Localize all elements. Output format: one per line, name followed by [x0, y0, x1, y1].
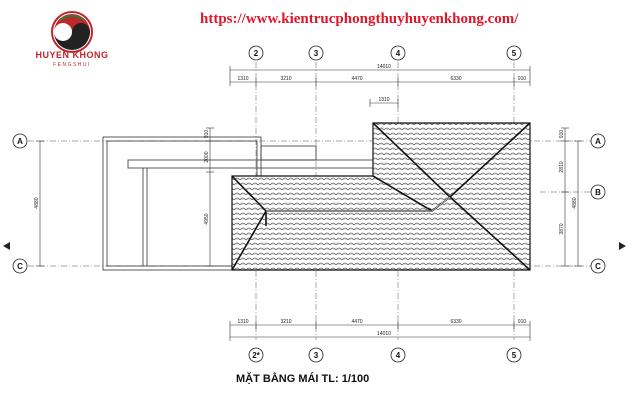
dimension-label: 910	[518, 76, 527, 82]
dimension-label: 6330	[450, 76, 461, 82]
grid-label-right: B	[595, 188, 601, 197]
dimension-top-labels: 14010 1310 3210 4470 6330 910 1310	[237, 64, 526, 103]
dimension-label: 4880	[34, 197, 40, 208]
grid-label-left: C	[17, 262, 23, 271]
grid-label-right: A	[595, 137, 601, 146]
drawing-title: MẶT BẰNG MÁI TL: 1/100	[236, 373, 370, 385]
dimension-top	[229, 66, 531, 107]
dimension-label: 14010	[377, 331, 391, 337]
grid-bubbles-top: 2 3 4 5	[248, 45, 522, 61]
dimension-label: 3870	[559, 223, 565, 234]
website-url-link[interactable]: https://www.kientrucphongthuyhuyenkhong.…	[200, 11, 519, 27]
grid-label-top: 4	[396, 49, 401, 58]
grid-label-left: A	[17, 137, 23, 146]
grid-bubbles-right: A B C	[590, 133, 626, 274]
dimension-label: 910	[518, 319, 527, 325]
dimension-label: 1310	[237, 76, 248, 82]
grid-label-right: C	[595, 262, 601, 271]
grid-label-bottom: 3	[314, 351, 319, 360]
grid-bubbles-left: A C	[3, 133, 28, 274]
dimension-bottom-labels: 1310 3210 4470 6330 910 14010	[237, 319, 526, 337]
grid-lines-vertical	[255, 62, 515, 340]
logo-sub-text: FENGSHUI	[53, 62, 91, 68]
grid-label-bottom: 5	[512, 351, 517, 360]
dimension-bottom	[229, 321, 531, 341]
dimension-label: 2000	[204, 151, 210, 162]
dimension-left	[36, 140, 44, 267]
dimension-label: 1310	[237, 319, 248, 325]
dimension-label: 2810	[559, 161, 565, 172]
dimension-label: 4880	[572, 197, 578, 208]
company-logo: HUYEN KHONG FENGSHUI	[20, 10, 124, 88]
grid-label-top: 2	[254, 49, 259, 58]
grid-label-bottom: 2*	[252, 351, 260, 360]
dimension-middle	[206, 127, 214, 267]
dimension-label: 4470	[351, 76, 362, 82]
grid-label-top: 5	[512, 49, 517, 58]
grid-label-top: 3	[314, 49, 319, 58]
roof-ridge-highlights	[266, 196, 451, 212]
logo-emblem-icon	[51, 11, 93, 53]
dimension-right	[561, 127, 582, 267]
dimension-label: 910	[559, 130, 565, 139]
dimension-label: 14010	[377, 64, 391, 70]
section-marker-right-icon	[619, 242, 626, 250]
dimension-label: 4470	[351, 319, 362, 325]
grid-bubbles-bottom: 2* 3 4 5	[248, 347, 522, 363]
dimension-label: 6330	[450, 319, 461, 325]
dimension-label: 3210	[280, 76, 291, 82]
grid-label-bottom: 4	[396, 351, 401, 360]
section-marker-left-icon	[3, 242, 10, 250]
dimension-label: 910	[204, 130, 210, 139]
dimension-label: 4950	[204, 213, 210, 224]
logo-main-text: HUYEN KHONG	[35, 50, 109, 60]
dimension-label: 3210	[280, 319, 291, 325]
dimension-label: 1310	[378, 97, 389, 103]
tiled-hip-roof	[231, 122, 531, 271]
